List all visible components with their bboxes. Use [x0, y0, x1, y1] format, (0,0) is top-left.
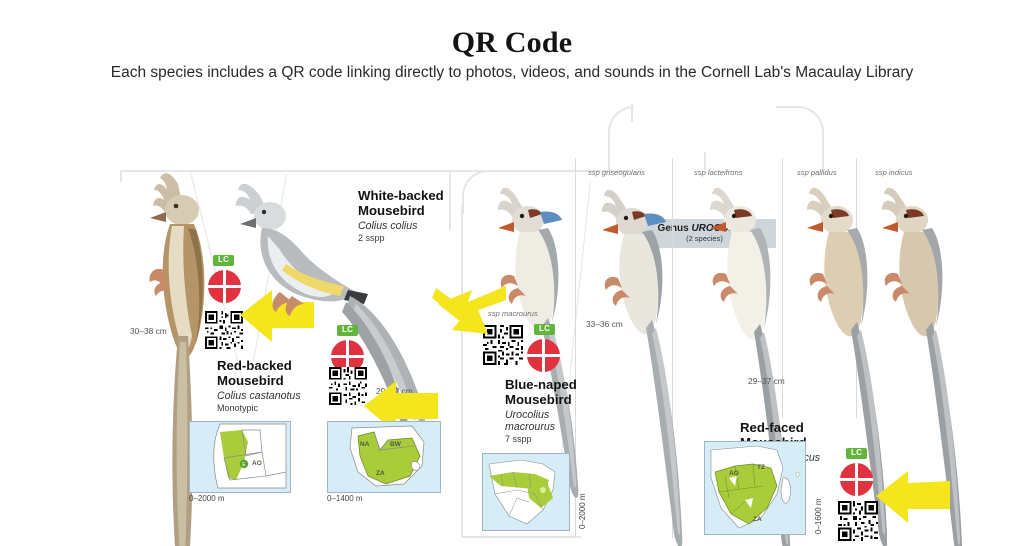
status-badge-blue-naped: LC [534, 324, 556, 335]
tree-stub-genus-in [631, 104, 633, 122]
arrow-left-pointer-icon-2 [364, 381, 438, 433]
range-map-red-faced: AO TZ ZA [704, 441, 806, 535]
page-subtitle: Each species includes a QR code linking … [110, 64, 914, 81]
common-name-line1: White-backed [358, 188, 444, 203]
svg-text:E: E [242, 462, 246, 468]
bird-illustration-blue-naped-griseogularis [602, 189, 683, 546]
range-map-blue-naped [482, 453, 570, 531]
panel-divider-1 [575, 158, 576, 538]
scientific-name-line1: Urocolius [505, 409, 550, 422]
ssp-label-pallidus: ssp pallidus [797, 168, 837, 177]
range-map-red-backed: E AO [189, 421, 291, 493]
size-label-red-backed: 30–38 cm [130, 326, 167, 336]
scientific-name: Colius castanotus [217, 390, 301, 403]
qr-code-icon-white-backed[interactable] [329, 367, 367, 405]
scientific-name: Colius colius [358, 220, 418, 233]
common-name-line1: Blue-naped [505, 377, 577, 392]
panel-divider-2 [672, 158, 673, 538]
page-title: QR Code [451, 26, 573, 59]
size-label-blue-naped: 33–36 cm [586, 319, 623, 329]
field-guide-plate: Genus UROCOLIUS (2 species) [0, 96, 1024, 546]
subspecies-count: 7 sspp [505, 434, 532, 445]
tree-stub-genus-out [704, 152, 706, 170]
tree-branch-white-backed [449, 170, 451, 230]
map-country-code-za: ZA [376, 470, 385, 477]
status-badge-red-faced: LC [846, 448, 868, 459]
genus-word: Genus [657, 222, 689, 234]
map-elevation-red-faced: 0–1600 m [814, 498, 823, 534]
common-name-line1: Red-backed [217, 358, 292, 373]
scientific-name-line2: macrourus [505, 421, 556, 434]
map-elevation-white-backed: 0–1400 m [327, 494, 363, 503]
subspecies-count: 2 sspp [358, 233, 385, 244]
bird-illustration-white-backed [236, 183, 425, 434]
species-name-red-backed: Red-backed Mousebird Colius castanotus M… [217, 358, 301, 413]
tree-line-horizontal-left [120, 170, 450, 172]
map-country-code-bw: BW [390, 441, 401, 448]
ssp-label-lacteifrons: ssp lacteifrons [694, 168, 743, 177]
status-badge-red-backed: LC [213, 255, 235, 266]
common-name-line2: Mousebird [358, 203, 425, 219]
size-label-red-faced: 29–37 cm [748, 376, 785, 386]
status-badge-white-backed: LC [337, 325, 359, 336]
ssp-label-indicus: ssp indicus [875, 168, 913, 177]
genus-species-count: (2 species) [686, 234, 723, 244]
panel-edge-blue-naped-bottom [461, 536, 581, 538]
common-name-line2: Mousebird [505, 392, 572, 408]
map-elevation-red-backed: 0–2000 m [189, 494, 225, 503]
qr-code-icon-red-faced[interactable] [838, 501, 878, 541]
tree-line-horizontal-mid [450, 170, 630, 172]
media-disc-icon-red-faced [840, 463, 873, 496]
common-name-line1: Red-faced [740, 420, 804, 435]
bird-illustration-red-faced-indicus [882, 187, 962, 546]
map-country-code-ao: AO [252, 460, 262, 467]
species-name-white-backed: White-backed Mousebird Colius colius 2 s… [358, 188, 444, 243]
tree-branch-left-end [120, 170, 122, 182]
ssp-label-griseogularis: ssp griseogularis [588, 168, 645, 177]
species-name-blue-naped: Blue-naped Mousebird Urocolius macrourus… [505, 377, 577, 444]
map-elevation-blue-naped: 0–2000 m [578, 493, 587, 529]
arrow-left-pointer-icon-3 [432, 286, 506, 334]
bird-illustration-red-faced-pallidus [807, 187, 887, 546]
common-name-line2: Mousebird [217, 373, 284, 389]
map-country-code-za: ZA [753, 516, 762, 523]
media-disc-icon-blue-naped [527, 339, 560, 372]
bird-illustration-red-backed [149, 173, 205, 546]
map-country-code-tz: TZ [757, 464, 765, 471]
ssp-label-macrourus: ssp macrourus [488, 309, 538, 318]
arrow-left-pointer-icon-4 [876, 471, 950, 523]
map-country-code-ao: AO [729, 470, 739, 477]
qr-code-icon-red-backed[interactable] [205, 311, 243, 349]
tree-elbow-genus-right [776, 106, 824, 172]
panel-divider-3 [782, 158, 783, 418]
media-disc-icon-red-backed [208, 270, 241, 303]
range-map-white-backed: NA BW ZA [327, 421, 441, 493]
subspecies-count: Monotypic [217, 403, 259, 414]
map-country-code-na: NA [360, 441, 370, 448]
panel-edge-blue-naped [461, 206, 463, 538]
